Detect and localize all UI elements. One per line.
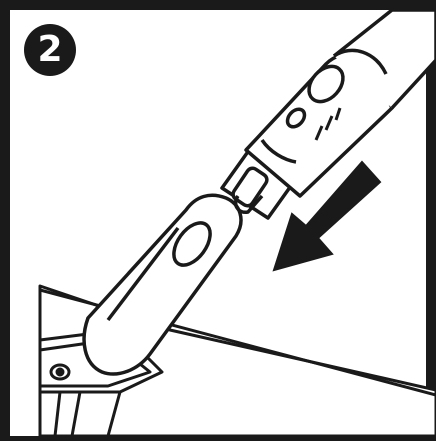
- step-number: 2: [37, 29, 63, 70]
- upper-handle: [244, 8, 436, 198]
- arrow-down-left-icon: [272, 160, 382, 272]
- step-number-badge: 2: [24, 24, 76, 76]
- lower-handle: [82, 193, 243, 376]
